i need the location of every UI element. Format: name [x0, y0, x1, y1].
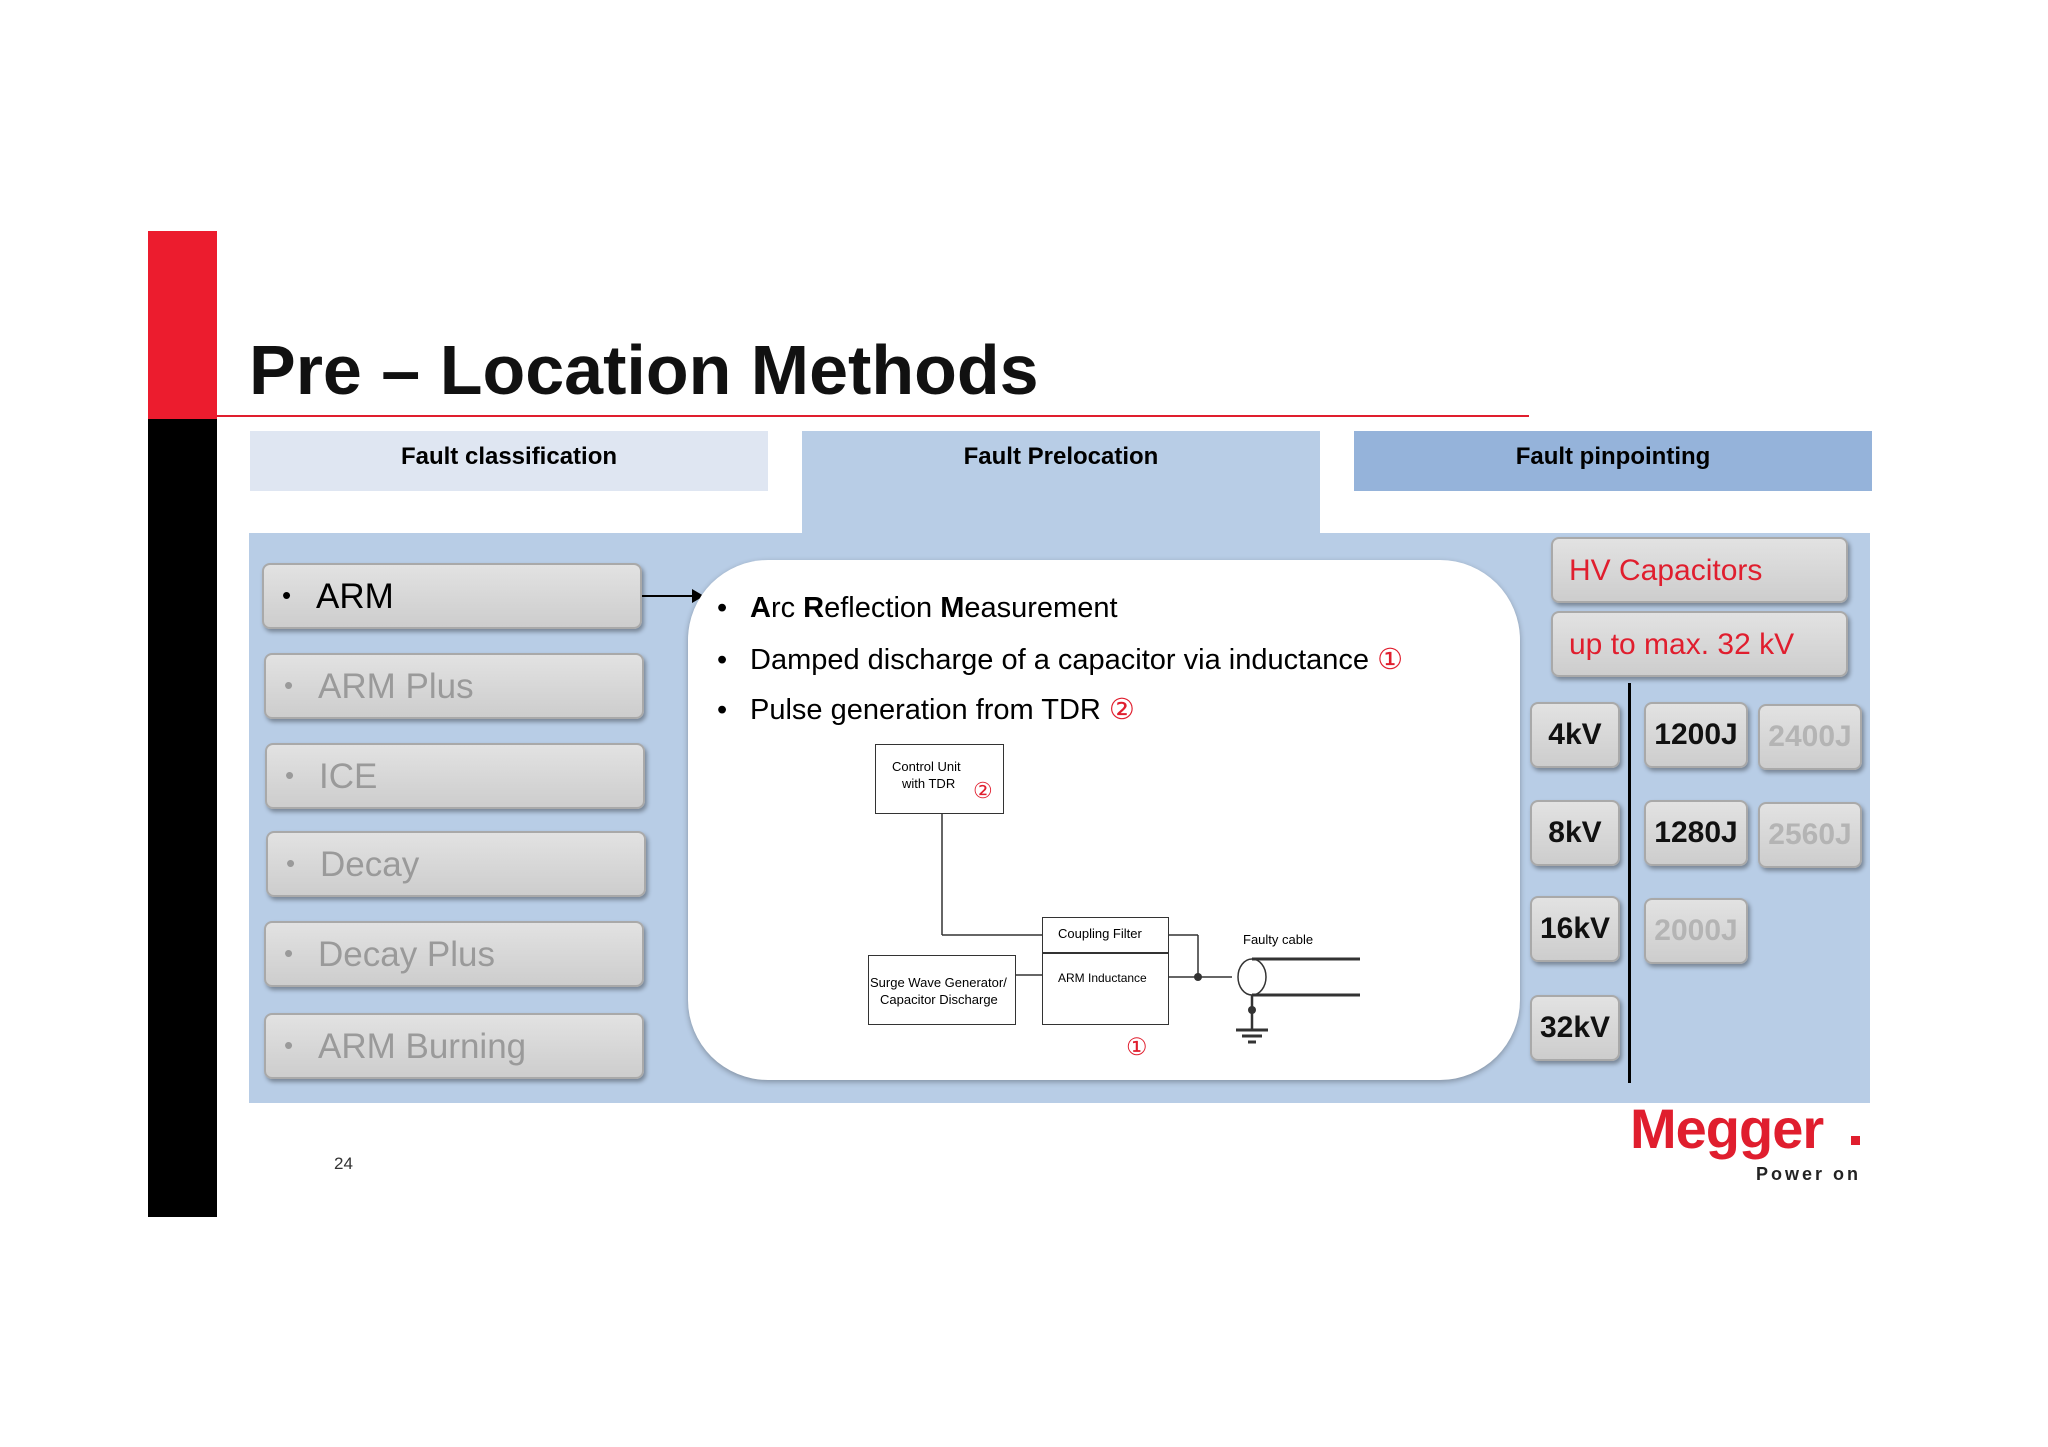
- bullet: •: [284, 670, 294, 700]
- arm-inductance-label: ARM Inductance: [1058, 971, 1147, 985]
- method-label: ARM Burning: [318, 1027, 527, 1066]
- brand-bar-black: [148, 419, 217, 1217]
- energy-button-2560j[interactable]: 2560J: [1758, 802, 1862, 868]
- bullet: •: [717, 644, 728, 676]
- voltage-button-32kv[interactable]: 32kV: [1530, 995, 1620, 1061]
- energy-button-2400j[interactable]: 2400J: [1758, 704, 1862, 770]
- method-button-decay-plus[interactable]: • Decay Plus: [264, 921, 644, 987]
- bullet: •: [717, 592, 728, 624]
- marker-two: ②: [1108, 694, 1135, 726]
- surge-generator-label-2: Capacitor Discharge: [880, 992, 998, 1007]
- megger-logo: Megger: [1630, 1097, 1824, 1160]
- method-label: Decay: [320, 845, 420, 884]
- brand-bar-red: [148, 231, 217, 419]
- control-unit-label-2: with TDR: [902, 776, 956, 791]
- arm-inductance-marker: ①: [1126, 1034, 1148, 1061]
- tab-fault-pinpointing[interactable]: Fault pinpointing: [1354, 431, 1872, 491]
- control-unit-box: [875, 744, 1004, 814]
- control-unit-label: Control Unit: [892, 759, 961, 774]
- page-number: 24: [334, 1154, 353, 1173]
- divider-line: [1628, 683, 1631, 1083]
- energy-button-1280j[interactable]: 1280J: [1644, 800, 1748, 866]
- faulty-cable-label: Faulty cable: [1243, 932, 1314, 947]
- bullet: •: [282, 580, 292, 610]
- method-label: ARM: [316, 577, 394, 616]
- title-underline: [217, 415, 1529, 417]
- desc-line-pulse: •Pulse generation from TDR ②: [717, 694, 1135, 726]
- coupling-filter-box: [1042, 917, 1169, 1025]
- method-button-arm-burning[interactable]: • ARM Burning: [264, 1013, 644, 1079]
- voltage-button-4kv[interactable]: 4kV: [1530, 702, 1620, 768]
- hv-capacitors-button[interactable]: HV Capacitors: [1551, 537, 1848, 603]
- method-label: Decay Plus: [318, 935, 496, 974]
- bullet: •: [286, 848, 296, 878]
- desc-line-arm: •Arc Reflection Measurement: [717, 592, 1118, 624]
- junction-dot: [1194, 973, 1202, 981]
- tab-fault-classification[interactable]: Fault classification: [250, 431, 768, 491]
- desc-line-damped: •Damped discharge of a capacitor via ind…: [717, 644, 1404, 676]
- energy-button-1200j[interactable]: 1200J: [1644, 702, 1748, 768]
- bullet: •: [284, 1030, 294, 1060]
- surge-generator-label: Surge Wave Generator/: [870, 975, 1007, 990]
- coupling-filter-label: Coupling Filter: [1058, 926, 1142, 941]
- ground-icon: [1236, 1028, 1268, 1044]
- logo-registered-mark: [1851, 1136, 1860, 1145]
- control-unit-marker: ②: [973, 778, 993, 803]
- bullet: •: [284, 938, 294, 968]
- method-button-ice[interactable]: • ICE: [265, 743, 645, 809]
- method-button-decay[interactable]: • Decay: [266, 831, 646, 897]
- brand-tagline: Power on: [1756, 1164, 1862, 1184]
- voltage-button-8kv[interactable]: 8kV: [1530, 800, 1620, 866]
- arrow-connector: [642, 595, 698, 597]
- tab-fault-prelocation[interactable]: Fault Prelocation: [802, 431, 1320, 535]
- cable-end-icon: [1237, 958, 1267, 996]
- hv-max-voltage-button[interactable]: up to max. 32 kV: [1551, 611, 1848, 677]
- voltage-button-16kv[interactable]: 16kV: [1530, 896, 1620, 962]
- marker-one: ①: [1377, 644, 1404, 676]
- filter-divider: [1042, 952, 1169, 954]
- surge-generator-box: [868, 955, 1016, 1025]
- method-button-arm-plus[interactable]: • ARM Plus: [264, 653, 644, 719]
- bullet: •: [285, 760, 295, 790]
- method-label: ARM Plus: [318, 667, 474, 706]
- method-label: ICE: [319, 757, 378, 796]
- bullet: •: [717, 694, 728, 726]
- energy-button-2000j[interactable]: 2000J: [1644, 898, 1748, 964]
- method-button-arm[interactable]: • ARM: [262, 563, 642, 629]
- slide-title: Pre – Location Methods: [249, 331, 1039, 409]
- junction-dot: [1248, 1006, 1256, 1014]
- circuit-diagram: [941, 814, 1360, 1044]
